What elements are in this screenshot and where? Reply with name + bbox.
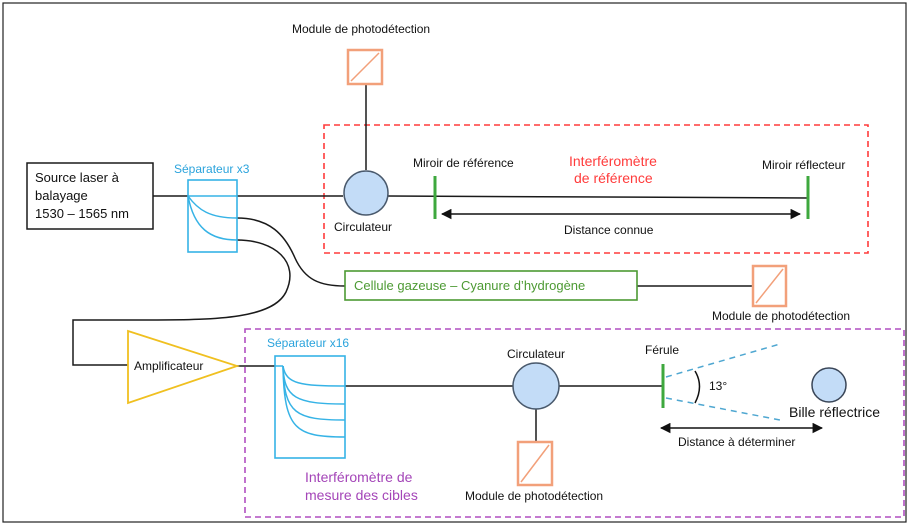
known-distance-label: Distance connue bbox=[564, 223, 654, 237]
splitter-x3-label: Séparateur x3 bbox=[174, 162, 250, 176]
target-interferometer-box bbox=[244, 328, 905, 518]
distance-to-determine-label: Distance à déterminer bbox=[678, 435, 795, 449]
reference-interferometer-box bbox=[323, 124, 869, 254]
gas-cell-label: Cellule gazeuse – Cyanure d’hydrogène bbox=[354, 278, 585, 293]
laser-source-label-line3: 1530 – 1565 nm bbox=[35, 206, 129, 221]
photodetector-top-label: Module de photodétection bbox=[292, 22, 430, 36]
splitter-x16-label: Séparateur x16 bbox=[267, 336, 349, 350]
target-interferometer-title-line2: mesure des cibles bbox=[305, 487, 418, 503]
angle-arc bbox=[694, 370, 701, 404]
angle-label: 13° bbox=[709, 379, 727, 393]
reference-circulator-label: Circulateur bbox=[334, 220, 392, 234]
ferrule-label: Férule bbox=[645, 343, 679, 357]
gas-cell-box bbox=[344, 270, 638, 301]
reference-interferometer-title-line2: de référence bbox=[574, 170, 653, 186]
splitter-x3-curves bbox=[187, 195, 238, 241]
splitter-x16-curves bbox=[275, 365, 346, 438]
reflective-ball-label: Bille réflectrice bbox=[789, 404, 880, 420]
amplifier-triangle bbox=[127, 329, 240, 405]
photodetector-right-label: Module de photodétection bbox=[712, 309, 850, 323]
reflective-ball bbox=[811, 367, 847, 403]
photodetector-top bbox=[346, 48, 384, 86]
reference-circulator bbox=[343, 170, 389, 216]
amplifier-label: Amplificateur bbox=[134, 359, 203, 373]
target-interferometer-title-line1: Interféromètre de bbox=[305, 469, 413, 485]
splitter-x16-box bbox=[274, 355, 346, 459]
splitter-x3-box bbox=[187, 179, 238, 253]
target-circulator bbox=[512, 362, 560, 410]
photodetector-bottom bbox=[516, 440, 554, 487]
photodetector-right bbox=[751, 264, 788, 308]
target-circulator-label: Circulateur bbox=[507, 347, 565, 361]
photodetector-bottom-label: Module de photodétection bbox=[465, 489, 603, 503]
beam-divergence bbox=[665, 343, 781, 421]
laser-source-label-line2: balayage bbox=[35, 188, 88, 203]
reflector-mirror-label: Miroir réflecteur bbox=[762, 158, 845, 172]
reference-interferometer-title-line1: Interféromètre bbox=[569, 153, 657, 169]
laser-source-box bbox=[26, 162, 154, 230]
reference-mirror-label: Miroir de référence bbox=[413, 156, 514, 170]
fiber-lines bbox=[72, 85, 809, 442]
laser-source-label-line1: Source laser à bbox=[35, 170, 120, 185]
